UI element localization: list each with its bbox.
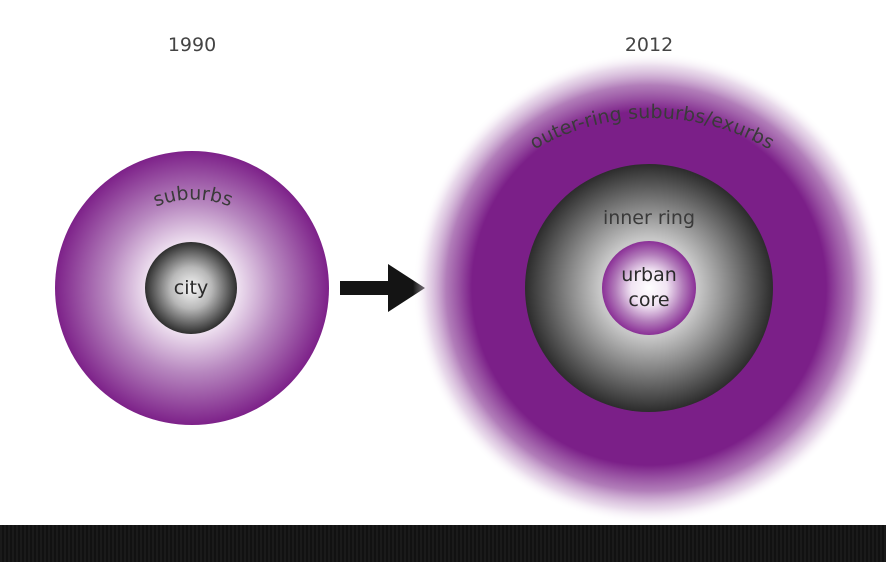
year-label-2012: 2012 bbox=[625, 34, 673, 56]
urban-core-label-line2: core bbox=[628, 289, 669, 311]
city-circle bbox=[145, 242, 237, 334]
arrow-right-icon bbox=[340, 264, 425, 312]
urban-core-circle bbox=[602, 241, 696, 335]
inner-ring-label: inner ring bbox=[603, 207, 695, 229]
bottom-bar bbox=[0, 525, 886, 562]
city-label: city bbox=[174, 277, 208, 299]
year-label-1990: 1990 bbox=[168, 34, 216, 56]
urban-ring-diagram: 1990 suburbs city 2012 outer-ring suburb… bbox=[55, 34, 885, 524]
urban-core-label-line1: urban bbox=[621, 264, 677, 286]
